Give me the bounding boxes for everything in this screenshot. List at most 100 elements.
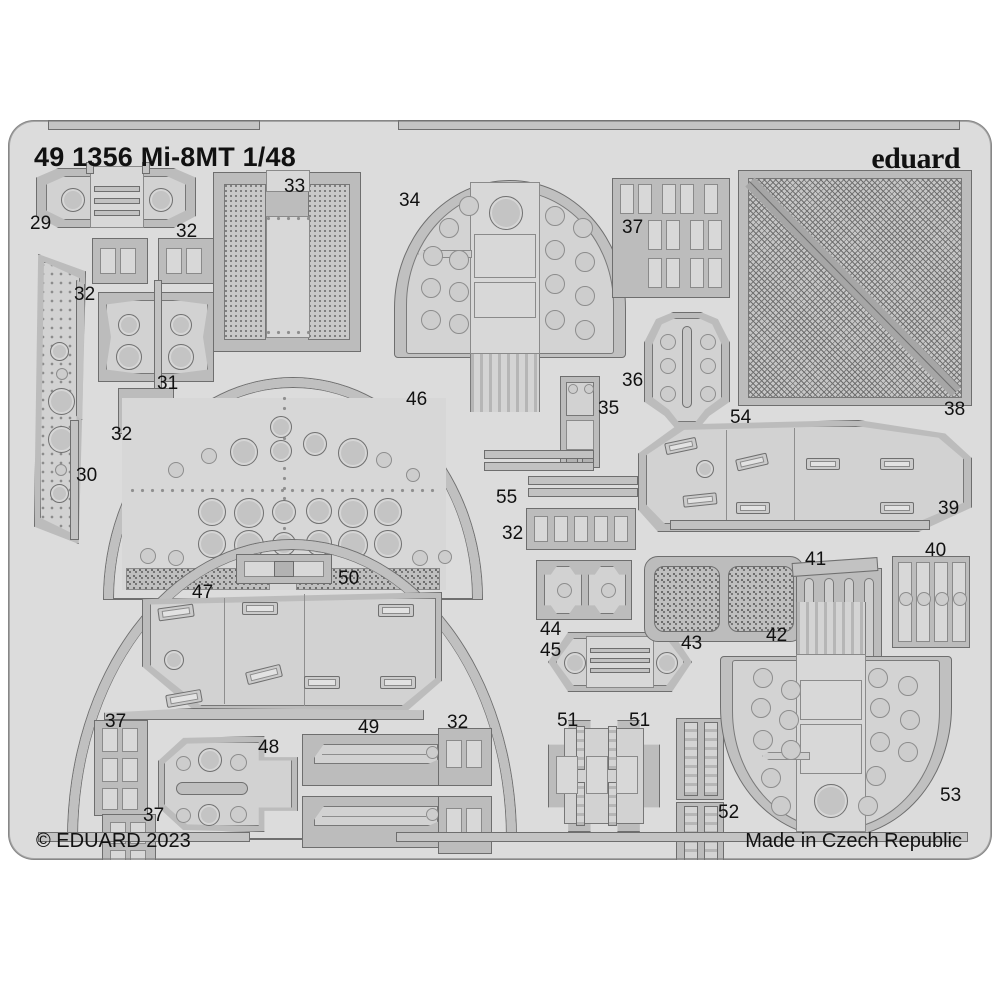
part-45-ring-left [564, 652, 586, 674]
part-53-hole-r1 [868, 668, 888, 688]
part-37-l5 [102, 788, 118, 810]
part-number-label: 48 [258, 737, 280, 758]
part-number-label: 46 [406, 389, 428, 410]
part-number-label: 32 [111, 424, 133, 445]
part-37-l2 [122, 728, 138, 752]
part-29-center-panel [90, 166, 144, 228]
part-34-hole-l7 [449, 314, 469, 334]
photo-etch-fret [8, 120, 992, 860]
part-51-spring-a [576, 726, 585, 770]
part-46-rivet-row-mid [130, 488, 440, 493]
part-number-label: 54 [730, 407, 752, 428]
part-36-hole-r2 [700, 358, 716, 374]
part-34-hole-l5 [449, 282, 469, 302]
part-34-lower-ribs [470, 354, 540, 412]
part-51-buckle-2 [586, 756, 608, 794]
part-34-hole-r6 [575, 286, 595, 306]
part-36-hole-r3 [700, 386, 716, 402]
part-number-label: 37 [143, 805, 165, 826]
part-46-small-c4 [438, 550, 452, 564]
part-32-d2 [466, 740, 482, 768]
part-number-label: 45 [540, 640, 562, 661]
part-46-small-a2 [168, 462, 184, 478]
part-53-hole-l8 [771, 796, 791, 816]
part-46-gauge-a1 [270, 416, 292, 438]
part-37-l3 [102, 758, 118, 782]
part-number-label: 52 [718, 802, 740, 823]
part-35-dot-1 [568, 384, 578, 394]
page-title: 49 1356 Mi-8MT 1/48 [34, 142, 296, 172]
part-35-dot-2 [584, 384, 594, 394]
part-34-hole-l1 [439, 218, 459, 238]
part-32-d1 [446, 740, 462, 768]
part-number-label: 38 [944, 399, 966, 420]
part-46-small-c3 [412, 550, 428, 566]
part-31-gauge-2 [170, 314, 192, 336]
part-31-gauge-1 [118, 314, 140, 336]
part-44-carrier [536, 560, 632, 620]
part-33-center-panel [266, 216, 310, 338]
part-48-hole-b [230, 754, 247, 771]
part-43-mesh-right [728, 566, 794, 632]
part-number-label: 55 [496, 487, 518, 508]
part-39-bottom-spar [670, 520, 930, 530]
part-46-gauge-b2 [234, 498, 264, 528]
part-48-slot [176, 782, 248, 795]
part-47-seam-1 [224, 598, 225, 704]
part-39-seam-2 [794, 428, 795, 522]
part-32-f2 [554, 516, 568, 542]
part-39-buckle-6 [736, 502, 770, 514]
copyright-notice: © EDUARD 2023 [36, 830, 191, 852]
part-47-buckle-3 [378, 604, 414, 617]
part-29-ring-right [149, 188, 173, 212]
part-46-gauge-b6 [374, 498, 402, 526]
part-46-small-c1 [140, 548, 156, 564]
part-number-label: 37 [105, 711, 127, 732]
part-39-seam-1 [726, 430, 727, 522]
part-34-hole-r2 [573, 218, 593, 238]
part-55-strip-4 [528, 488, 638, 497]
part-29-bar-3 [94, 210, 140, 216]
part-44-hole-1 [557, 583, 572, 598]
part-52-ladder-a [684, 722, 698, 796]
part-34-hole-l2 [423, 246, 443, 266]
part-number-label: 51 [557, 710, 579, 731]
part-34-hole-l3 [449, 250, 469, 270]
part-46-gauge-a4 [270, 440, 292, 462]
part-46-gauge-a3 [230, 438, 258, 466]
part-number-label: 43 [681, 633, 703, 654]
part-50-center [274, 561, 294, 577]
part-37-r8 [690, 220, 704, 250]
part-40-eye-3 [935, 592, 949, 606]
part-55-strip-1 [484, 450, 594, 459]
part-31-gauge-3 [116, 344, 142, 370]
part-number-label: 53 [940, 785, 962, 806]
part-53-hole-l3 [751, 698, 771, 718]
part-51-buckle-1 [556, 756, 578, 794]
part-47-hole [164, 650, 184, 670]
part-number-label: 32 [502, 523, 524, 544]
part-34-hole-r3 [545, 240, 565, 260]
part-53-hole-l2 [781, 680, 801, 700]
part-53-window-upper [800, 680, 862, 720]
part-32-f3 [574, 516, 588, 542]
part-53-hole-l7 [761, 768, 781, 788]
part-number-label: 34 [399, 190, 421, 211]
part-37-r5 [704, 184, 718, 214]
part-29-bar-2 [94, 198, 140, 204]
brand-logo: eduard [871, 142, 960, 175]
part-number-label: 31 [157, 373, 179, 394]
part-39-buckle-4 [880, 458, 914, 470]
part-51-spring-d [608, 782, 617, 826]
part-48-hole-big [198, 748, 222, 772]
part-number-label: 51 [629, 710, 651, 731]
part-46-gauge-a5 [338, 438, 368, 468]
part-55-strip-2 [484, 462, 594, 471]
fret-tab-bottom-1 [38, 832, 250, 842]
part-37-l4 [122, 758, 138, 782]
part-37-r12 [690, 258, 704, 288]
fret-tab-top-1 [48, 120, 260, 130]
part-34-hole-l8 [459, 196, 479, 216]
part-44-hole-2 [601, 583, 616, 598]
